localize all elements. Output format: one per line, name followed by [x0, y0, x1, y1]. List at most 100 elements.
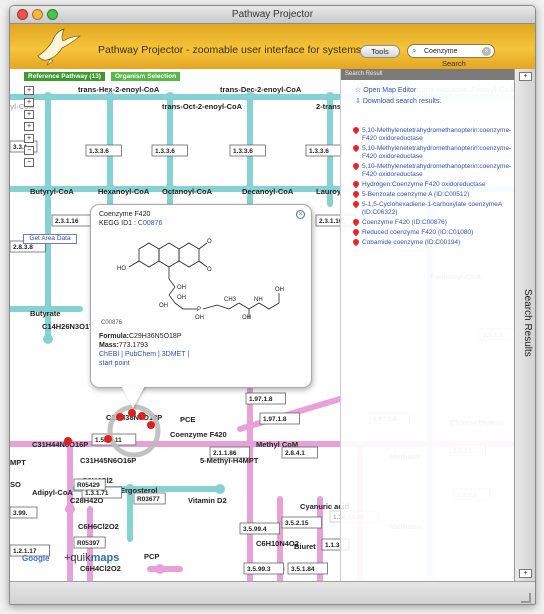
search-result-item[interactable]: Coenzyme F420 (ID:C00876)	[351, 217, 513, 227]
close-window-button[interactable]	[17, 9, 28, 20]
compound-label[interactable]: Adipyl-CoA	[32, 488, 73, 497]
compound-label[interactable]: Ergosterol	[120, 486, 158, 495]
compound-label[interactable]: C31H44N6O16P	[32, 440, 88, 449]
enzyme-ec-box[interactable]: 3.5.99.3	[243, 562, 284, 575]
search-field[interactable]: ⌕ ×	[407, 44, 495, 58]
compound-label[interactable]: SO	[10, 480, 21, 489]
compound-label[interactable]: C29H38N5O18P	[106, 413, 162, 422]
open-map-editor-link[interactable]: ☆ Open Map Editor	[355, 87, 417, 94]
compound-node[interactable]	[325, 92, 335, 102]
compound-label[interactable]: Butyryl-CoA	[30, 187, 74, 196]
enzyme-ec-box[interactable]: R05429	[73, 478, 106, 491]
enzyme-ec-box[interactable]: 1.97.1.8	[245, 392, 286, 405]
popup-database-links[interactable]: ChEBI | PubChem | 3DMET |	[99, 351, 190, 358]
compound-label[interactable]: C14H26N3O17P	[42, 322, 98, 331]
compound-label[interactable]: C28H42O	[70, 496, 104, 505]
enzyme-ec-box[interactable]: 3.5.2.15	[281, 516, 322, 529]
enzyme-ec-box[interactable]: 3.3.1	[10, 140, 38, 153]
compound-label[interactable]: C31H45N6O16P	[80, 456, 136, 465]
compound-label[interactable]: Butyrate	[30, 309, 60, 318]
search-results-sidebar[interactable]: + Search Results +	[514, 69, 535, 581]
search-input[interactable]	[424, 46, 484, 56]
compound-node[interactable]	[105, 184, 115, 194]
enzyme-ec-box[interactable]: R05397	[73, 536, 106, 549]
enzyme-ec-box[interactable]: 3.5.99.4	[239, 522, 280, 535]
compound-node[interactable]	[43, 184, 53, 194]
compound-node[interactable]	[245, 439, 255, 449]
compound-label[interactable]: yl-CoA	[10, 102, 35, 111]
compound-node[interactable]	[245, 184, 255, 194]
enzyme-ec-box[interactable]: 1.3.3.6	[85, 144, 122, 157]
compound-label[interactable]: trans-Oct-2-enoyl-CoA	[162, 102, 243, 111]
compound-node[interactable]	[165, 184, 175, 194]
compound-label[interactable]: trans-Hex-2-enoyl-CoA	[78, 85, 160, 94]
compound-label[interactable]: Vitamin D2	[188, 496, 227, 505]
zoom-out-button[interactable]: −	[24, 158, 34, 167]
enzyme-ec-box[interactable]: 2.8.4.1	[281, 446, 318, 459]
search-result-item[interactable]: Reduced coenzyme F420 (ID:C01080)	[351, 227, 513, 237]
enzyme-ec-box[interactable]: 1.97.1.8	[259, 412, 300, 425]
compound-label[interactable]: PCE	[180, 415, 195, 424]
compound-label[interactable]: C6H10N4O2	[256, 539, 299, 548]
minimize-window-button[interactable]	[32, 9, 43, 20]
enzyme-ec-box[interactable]: 3.5.1.84	[287, 562, 328, 575]
tab-organism-selection[interactable]: Organism Selection	[111, 72, 181, 81]
enzyme-ec-box[interactable]: 3.99.	[10, 506, 38, 519]
compound-label[interactable]: PCP	[144, 552, 159, 561]
tools-button[interactable]: Tools	[360, 45, 400, 58]
compound-label[interactable]: C6H4Cl2O2	[80, 564, 121, 573]
zoom-in-button[interactable]: +	[24, 86, 34, 95]
sidebar-scroll-button[interactable]: +	[519, 569, 532, 578]
enzyme-ec-box[interactable]: 1.3.3.6	[305, 144, 342, 157]
get-area-data-button[interactable]: Get Area Data	[23, 234, 77, 244]
compound-label[interactable]: Biuret	[294, 542, 316, 551]
compound-node[interactable]	[43, 92, 53, 102]
enzyme-ec-box[interactable]: 1.3.3.6	[229, 144, 266, 157]
search-result-item[interactable]: 5,10-Methylenetetrahydromethanopterin:co…	[351, 143, 513, 161]
compound-label[interactable]: Decanoyl-CoA	[242, 187, 294, 196]
compound-node[interactable]	[105, 92, 115, 102]
resize-handle-icon[interactable]	[521, 593, 531, 603]
enzyme-ec-box[interactable]: 1.3.3.6	[151, 144, 188, 157]
compound-node[interactable]	[43, 334, 53, 344]
maximize-window-button[interactable]	[47, 9, 58, 20]
zoom-level-button[interactable]: +	[24, 122, 34, 131]
pan-up-button[interactable]: +	[24, 98, 34, 107]
compound-node[interactable]	[43, 304, 53, 314]
zoom-level-button[interactable]: +	[24, 110, 34, 119]
compound-node[interactable]	[165, 92, 175, 102]
search-result-item[interactable]: 5,10-Methylenetetrahydromethanopterin:co…	[351, 161, 513, 179]
download-results-link[interactable]: ⇩ Download search results.	[355, 98, 442, 105]
compound-label[interactable]: Octanoyl-CoA	[162, 187, 213, 196]
close-popup-icon[interactable]: ×	[296, 210, 305, 219]
compound-node[interactable]	[65, 504, 75, 514]
compound-node[interactable]	[155, 564, 165, 574]
enzyme-ec-box[interactable]: R03677	[133, 492, 166, 505]
zoom-level-button[interactable]: +	[24, 134, 34, 143]
enzyme-ec-box[interactable]: 2.3.1.16	[51, 214, 92, 227]
zoom-slider-handle[interactable]: −	[24, 146, 34, 155]
search-result-item[interactable]: 5,10-Methylenetetrahydromethanopterin:co…	[351, 125, 513, 143]
collapse-sidebar-button[interactable]: +	[519, 72, 532, 81]
popup-start-point-link[interactable]: start point	[99, 360, 130, 367]
enzyme-ec-box[interactable]: 1.2.1.17	[10, 544, 50, 557]
compound-label[interactable]: Coenzyme F420	[170, 430, 227, 439]
compound-label[interactable]: Lauroy	[316, 187, 342, 196]
compound-node[interactable]	[325, 184, 335, 194]
compound-node[interactable]	[125, 484, 135, 494]
popup-kegg-link[interactable]: C00876	[137, 220, 163, 227]
compound-node[interactable]	[245, 92, 255, 102]
compound-label[interactable]: trans-Dec-2-enoyl-CoA	[220, 85, 302, 94]
search-result-item[interactable]: 5-1,5-Cyclohexadiene-1-carboxylate coenz…	[351, 199, 513, 217]
compound-label[interactable]: Hexanoyl-CoA	[98, 187, 150, 196]
search-result-item[interactable]: 5-Benzoate coenzyme A (ID:C00512)	[351, 189, 513, 199]
compound-label[interactable]: 2-trans	[316, 102, 341, 111]
compound-label[interactable]: MPT	[10, 458, 26, 467]
compound-label[interactable]: Cyanuric acid	[300, 502, 350, 511]
search-result-item[interactable]: Cobamide coenzyme (ID:C00194)	[351, 237, 513, 247]
compound-node[interactable]	[215, 484, 225, 494]
enzyme-ec-box[interactable]: 2.1.1.86	[209, 446, 250, 459]
clear-search-icon[interactable]: ×	[482, 47, 491, 56]
compound-label[interactable]: C6H6Cl2O2	[78, 522, 119, 531]
tab-reference-pathway[interactable]: Reference Pathway (13)	[24, 72, 105, 81]
